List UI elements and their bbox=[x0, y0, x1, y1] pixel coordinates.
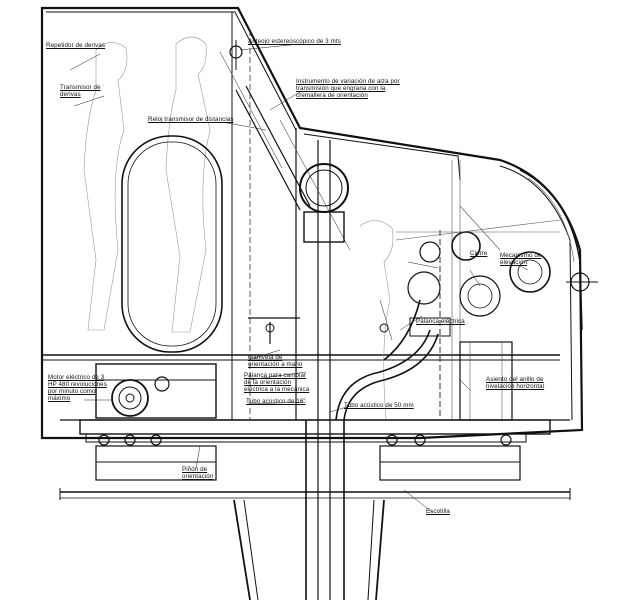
label-transmisor-derivas: Transmisor de derivas bbox=[60, 84, 101, 98]
label-tubo-50: Tubo acústico de 50 mm bbox=[344, 402, 414, 409]
ammunition-trunk bbox=[233, 420, 385, 600]
label-escotilla: Escotilla bbox=[426, 508, 450, 515]
label-palanca-electrica: Palanca eléctrica bbox=[416, 318, 465, 325]
side-hatch bbox=[121, 135, 223, 353]
label-cierre: Cierre bbox=[470, 250, 488, 257]
label-mecanismo-elevacion: Mecanismo de elevación bbox=[500, 252, 542, 266]
label-manivela-mano: Manivela de orientación a mano bbox=[248, 354, 303, 368]
elevation-gear-train bbox=[395, 205, 598, 421]
gun-breech bbox=[299, 163, 349, 243]
label-instrumento-variacion: Instrumento de variación de alza por tra… bbox=[296, 78, 400, 99]
label-palanca-cambio: Palanca para cambiar de la orientación e… bbox=[244, 372, 310, 393]
hand-controls bbox=[248, 299, 421, 361]
label-anteojo: Anteojo estereoscópico de 3 mts bbox=[248, 38, 341, 45]
voice-tube bbox=[335, 329, 439, 421]
label-motor-electrico: Motor eléctrico de 3 HP 480 revoluciones… bbox=[48, 374, 107, 402]
label-asiento-nivelacion: Asiento del anillo de nivelación horizon… bbox=[486, 376, 545, 390]
label-repetidor-derivas: Repetidor de derivas bbox=[46, 42, 106, 49]
ring-bearing bbox=[59, 419, 571, 500]
turret-housing bbox=[40, 6, 584, 440]
leader-lines bbox=[69, 43, 529, 513]
label-reloj-transmisor: Reloj transmisor de distancias bbox=[148, 116, 234, 123]
label-pinon-orientacion: Piñón de orientación bbox=[182, 466, 214, 480]
training-motor bbox=[95, 363, 217, 419]
label-tubo-16: Tubo acústico de 16" bbox=[246, 398, 306, 405]
